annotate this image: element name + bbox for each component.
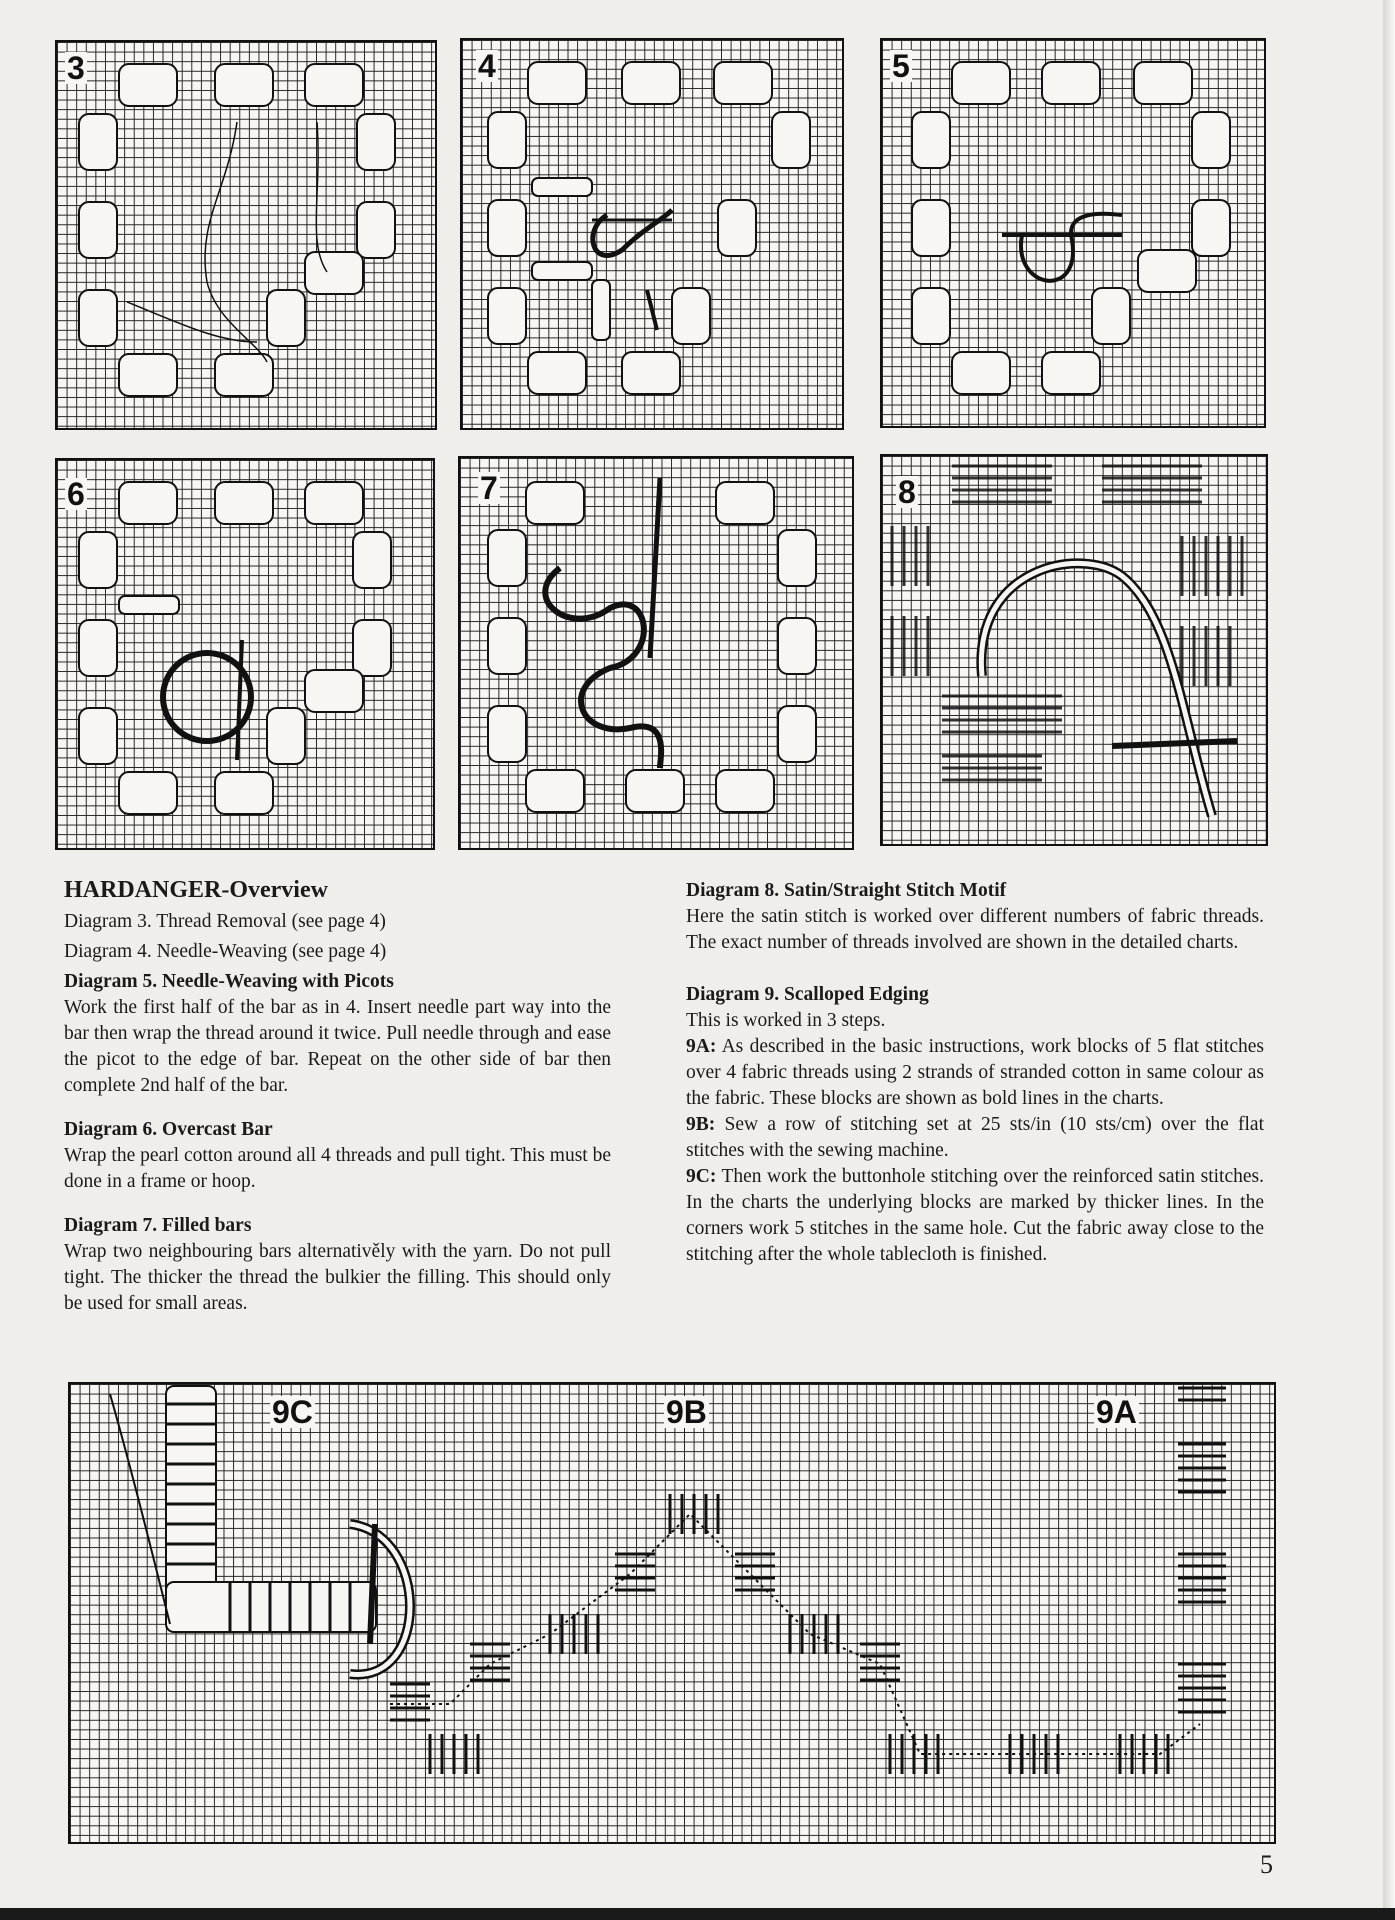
diagram-8-label: 8	[896, 474, 918, 510]
diagram-9-heading: Diagram 9. Scalloped Edging	[686, 984, 929, 1005]
diagram-9b-label: 9B:	[686, 1114, 716, 1135]
diagram-9b-body: Sew a row of stitching set at 25 sts/in …	[686, 1114, 1265, 1161]
diagram-9a-label: 9A:	[686, 1036, 717, 1057]
diagram-4-caption: Diagram 4. Needle-Weaving (see page 4)	[64, 941, 387, 962]
diagram-6-body: Wrap the pearl cotton around all 4 threa…	[64, 1145, 611, 1192]
bottom-rule	[0, 1908, 1395, 1920]
diagram-9b-text: 9B: Sew a row of stitching set at 25 sts…	[686, 1112, 1264, 1164]
diagram-8-heading: Diagram 8. Satin/Straight Stitch Motif	[686, 880, 1007, 901]
diagram-9a-label: 9A	[1094, 1394, 1139, 1430]
diagram-4-label: 4	[476, 48, 498, 84]
diagram-8: 8	[880, 454, 1268, 846]
diagram-3-art	[78, 63, 396, 397]
diagram-3-caption: Diagram 3. Thread Removal (see page 4)	[64, 911, 386, 932]
diagram-9a-body: As described in the basic instructions, …	[686, 1036, 1264, 1109]
diagram-3-label: 3	[65, 50, 87, 86]
diagram-3: 3	[55, 40, 437, 430]
section-title: HARDANGER-Overview	[64, 877, 328, 903]
diagram-7-label: 7	[478, 470, 500, 506]
diagram-5-body: Work the first half of the bar as in 4. …	[64, 997, 611, 1096]
diagram-7-heading: Diagram 7. Filled bars	[64, 1215, 252, 1236]
diagram-9c-body: Then work the buttonhole stitching over …	[686, 1166, 1264, 1265]
diagram-6-label: 6	[65, 476, 87, 512]
diagram-8-art	[890, 464, 1244, 818]
page-number: 5	[1260, 1850, 1273, 1879]
diagram-9c-label: 9C	[270, 1394, 315, 1430]
diagram-4-art	[487, 61, 811, 395]
diagram-7-body: Wrap two neighbouring bars alternativěly…	[64, 1241, 611, 1314]
diagram-9a-text: 9A: As described in the basic instructio…	[686, 1034, 1264, 1112]
diagram-6: 6	[55, 458, 435, 850]
page-edge	[1383, 0, 1395, 1920]
diagram-9b-label: 9B	[664, 1394, 709, 1430]
diagram-9c-label: 9C:	[686, 1166, 717, 1187]
diagram-9: 9C 9B 9A	[68, 1382, 1276, 1844]
diagram-6-art	[78, 481, 392, 815]
diagram-6-heading: Diagram 6. Overcast Bar	[64, 1119, 273, 1140]
diagram-9c-text: 9C: Then work the buttonhole stitching o…	[686, 1164, 1264, 1268]
left-column: HARDANGER-Overview Diagram 3. Thread Rem…	[64, 877, 611, 1317]
diagram-9-art	[109, 1385, 1226, 1774]
diagram-7: 7	[458, 456, 854, 850]
diagram-8-body: Here the satin stitch is worked over dif…	[686, 906, 1264, 953]
diagram-5-heading: Diagram 5. Needle-Weaving with Picots	[64, 971, 394, 992]
diagram-5: 5	[880, 38, 1266, 428]
diagram-4: 4	[460, 38, 844, 430]
right-column: Diagram 8. Satin/Straight Stitch Motif H…	[686, 878, 1264, 1268]
diagram-5-art	[911, 61, 1231, 395]
diagram-7-art	[487, 477, 817, 813]
diagram-5-label: 5	[890, 48, 912, 84]
diagram-9-intro: This is worked in 3 steps.	[686, 1010, 886, 1031]
